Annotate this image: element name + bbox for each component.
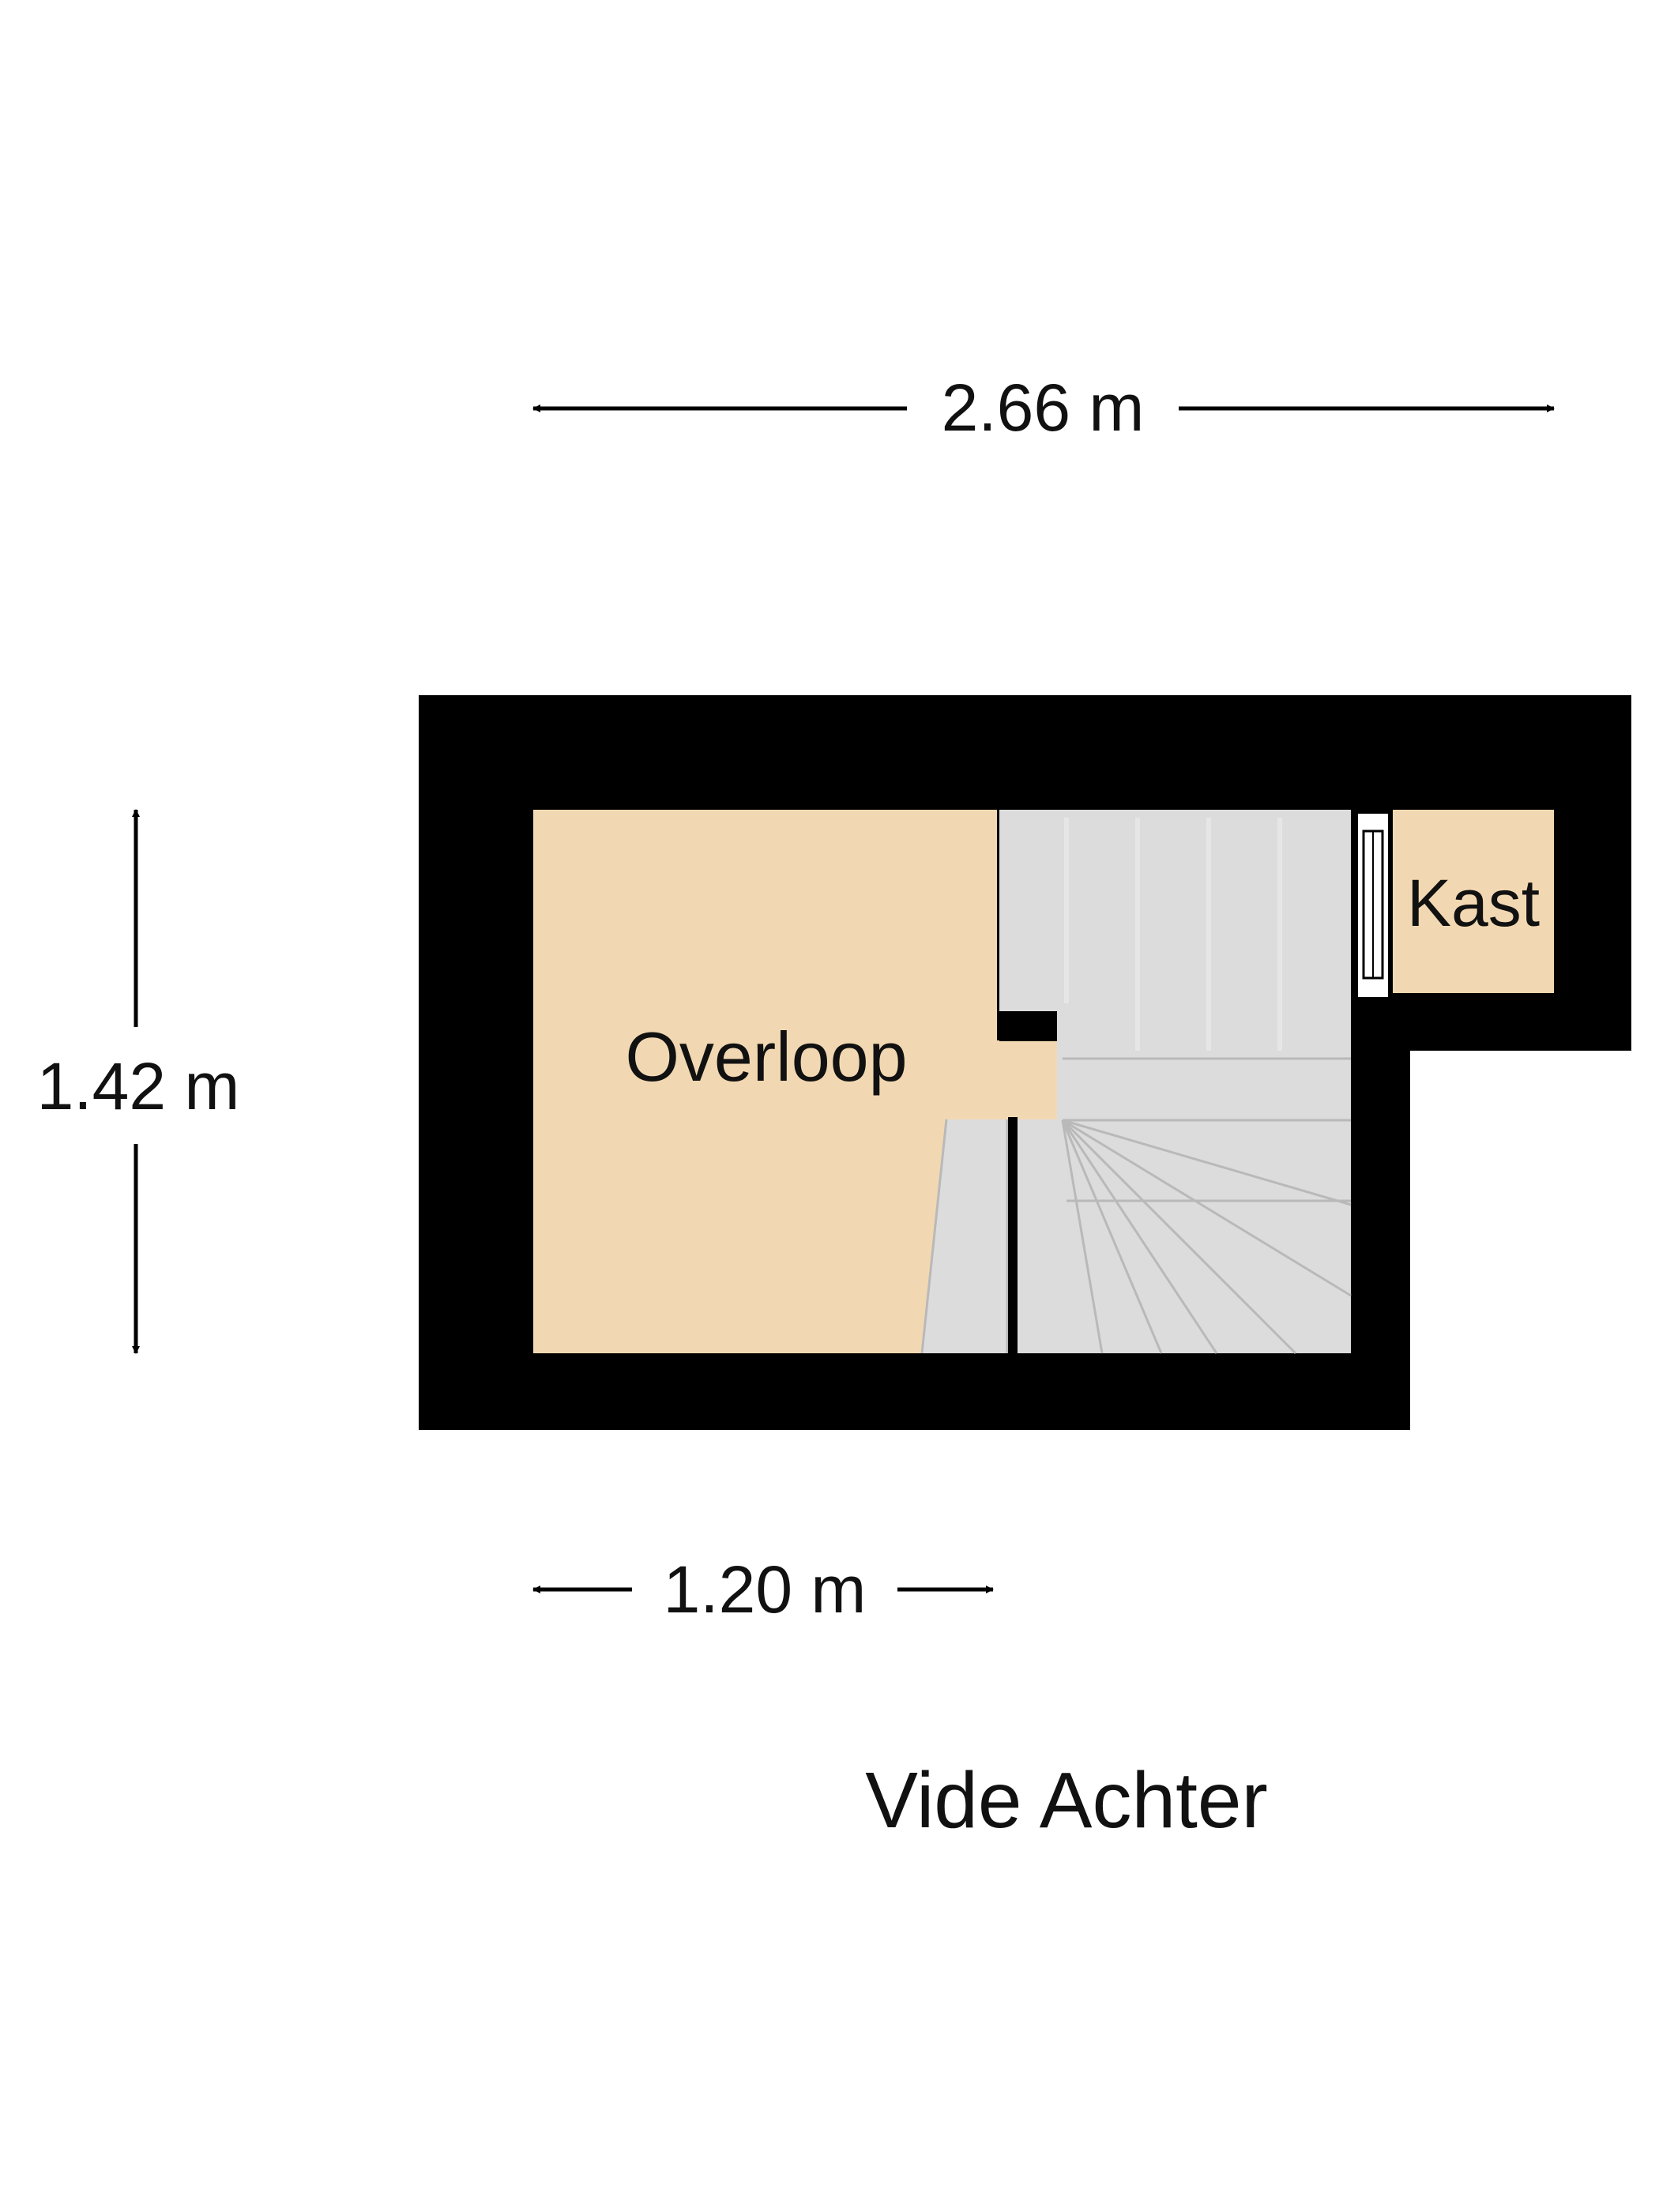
kast-door (1353, 810, 1393, 1000)
room-overloop (533, 810, 1057, 1353)
staircase (920, 810, 1352, 1355)
dimension-bottom-label: 1.20 m (664, 1552, 867, 1627)
dimension-left: 1.42 m (37, 809, 240, 1354)
dimension-bottom: 1.20 m (532, 1552, 994, 1627)
dimension-top: 2.66 m (532, 371, 1555, 445)
room-kast (1393, 810, 1554, 993)
dimension-left-label: 1.42 m (37, 1049, 240, 1123)
dimension-top-label: 2.66 m (942, 371, 1145, 445)
room-label-kast: Kast (1407, 866, 1540, 940)
room-label-overloop: Overloop (625, 1018, 907, 1096)
floor-title: Vide Achter (865, 1756, 1268, 1845)
